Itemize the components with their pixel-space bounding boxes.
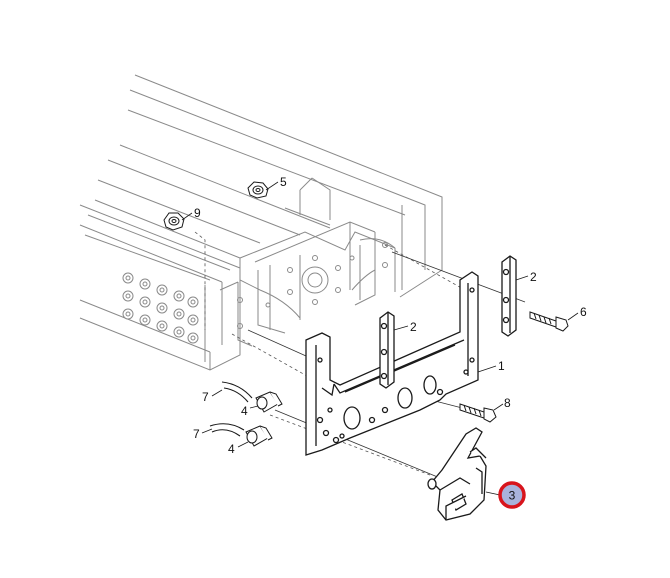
leader-4-lower — [237, 441, 249, 448]
part-9-nut — [163, 212, 185, 231]
part-6-bolt — [529, 311, 569, 332]
leader-7-lower — [201, 428, 213, 434]
leader-2-middle — [393, 325, 409, 331]
leader-1 — [477, 365, 497, 373]
callout-6: 6 — [580, 305, 587, 319]
highlighted-callout-3[interactable]: 3 — [498, 481, 526, 509]
part-5-nut — [247, 181, 269, 199]
part-8-bolt — [459, 403, 497, 423]
callout-5: 5 — [280, 175, 287, 189]
callout-3: 3 — [509, 489, 516, 503]
part-7-hose-upper — [221, 381, 253, 403]
callout-7-upper: 7 — [202, 390, 209, 404]
leader-4-upper — [249, 405, 259, 409]
part-2-bracket-middle — [379, 311, 395, 389]
part-4-fitting-lower — [245, 425, 273, 447]
callout-4-lower: 4 — [228, 442, 235, 456]
callout-9: 9 — [194, 206, 201, 220]
callout-2-right: 2 — [530, 270, 537, 284]
leader-3 — [485, 491, 501, 496]
part-4-fitting-upper — [255, 391, 283, 413]
leader-2-right — [515, 275, 529, 281]
leader-5 — [265, 181, 279, 191]
leader-8 — [493, 403, 504, 411]
leader-9 — [181, 212, 193, 221]
highlight-ring — [498, 481, 526, 509]
part-2-bracket-right — [501, 255, 517, 337]
callout-1: 1 — [498, 359, 505, 373]
chassis-frame — [79, 74, 443, 371]
part-3-latch — [427, 427, 487, 521]
callout-8: 8 — [504, 396, 511, 410]
callout-4-upper: 4 — [241, 404, 248, 418]
callout-2-middle: 2 — [410, 320, 417, 334]
frame-bolt-cluster — [122, 272, 199, 344]
leader-7-upper — [211, 389, 223, 397]
leader-6 — [567, 312, 579, 321]
callout-7-lower: 7 — [193, 427, 200, 441]
assembly-guide-lines — [194, 231, 466, 476]
part-7-hose-lower — [209, 423, 245, 437]
